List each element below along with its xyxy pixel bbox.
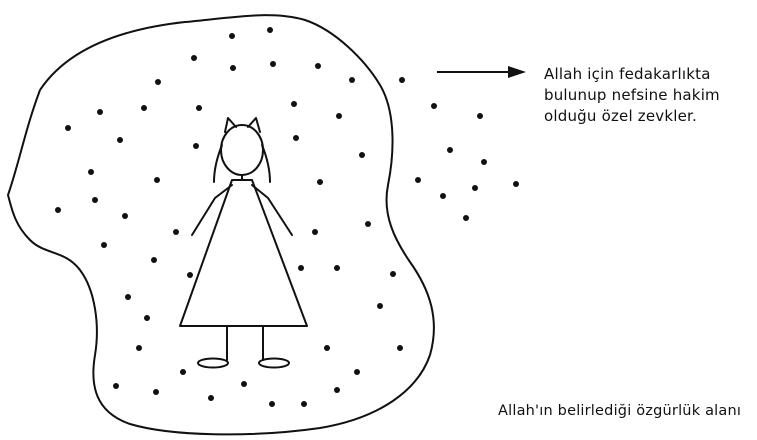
figure-dress — [180, 180, 307, 326]
girl-figure — [180, 118, 307, 368]
freedom-area-caption: Allah'ın belirlediği özgürlük alanı — [498, 401, 741, 422]
outside-dots — [399, 77, 519, 221]
figure-head — [221, 125, 263, 175]
freedom-area-dots — [55, 27, 403, 407]
arrow-caption: Allah için fedakarlıkta bulunup nefsine … — [544, 64, 749, 127]
figure-right-arm — [252, 185, 292, 235]
arrow-caption-line-2: bulunup nefsine hakim — [544, 85, 749, 106]
caption-arrow — [437, 66, 526, 78]
arrow-caption-line-3: olduğu özel zevkler. — [544, 106, 749, 127]
arrow-caption-line-1: Allah için fedakarlıkta — [544, 64, 749, 85]
figure-left-arm — [192, 185, 232, 235]
